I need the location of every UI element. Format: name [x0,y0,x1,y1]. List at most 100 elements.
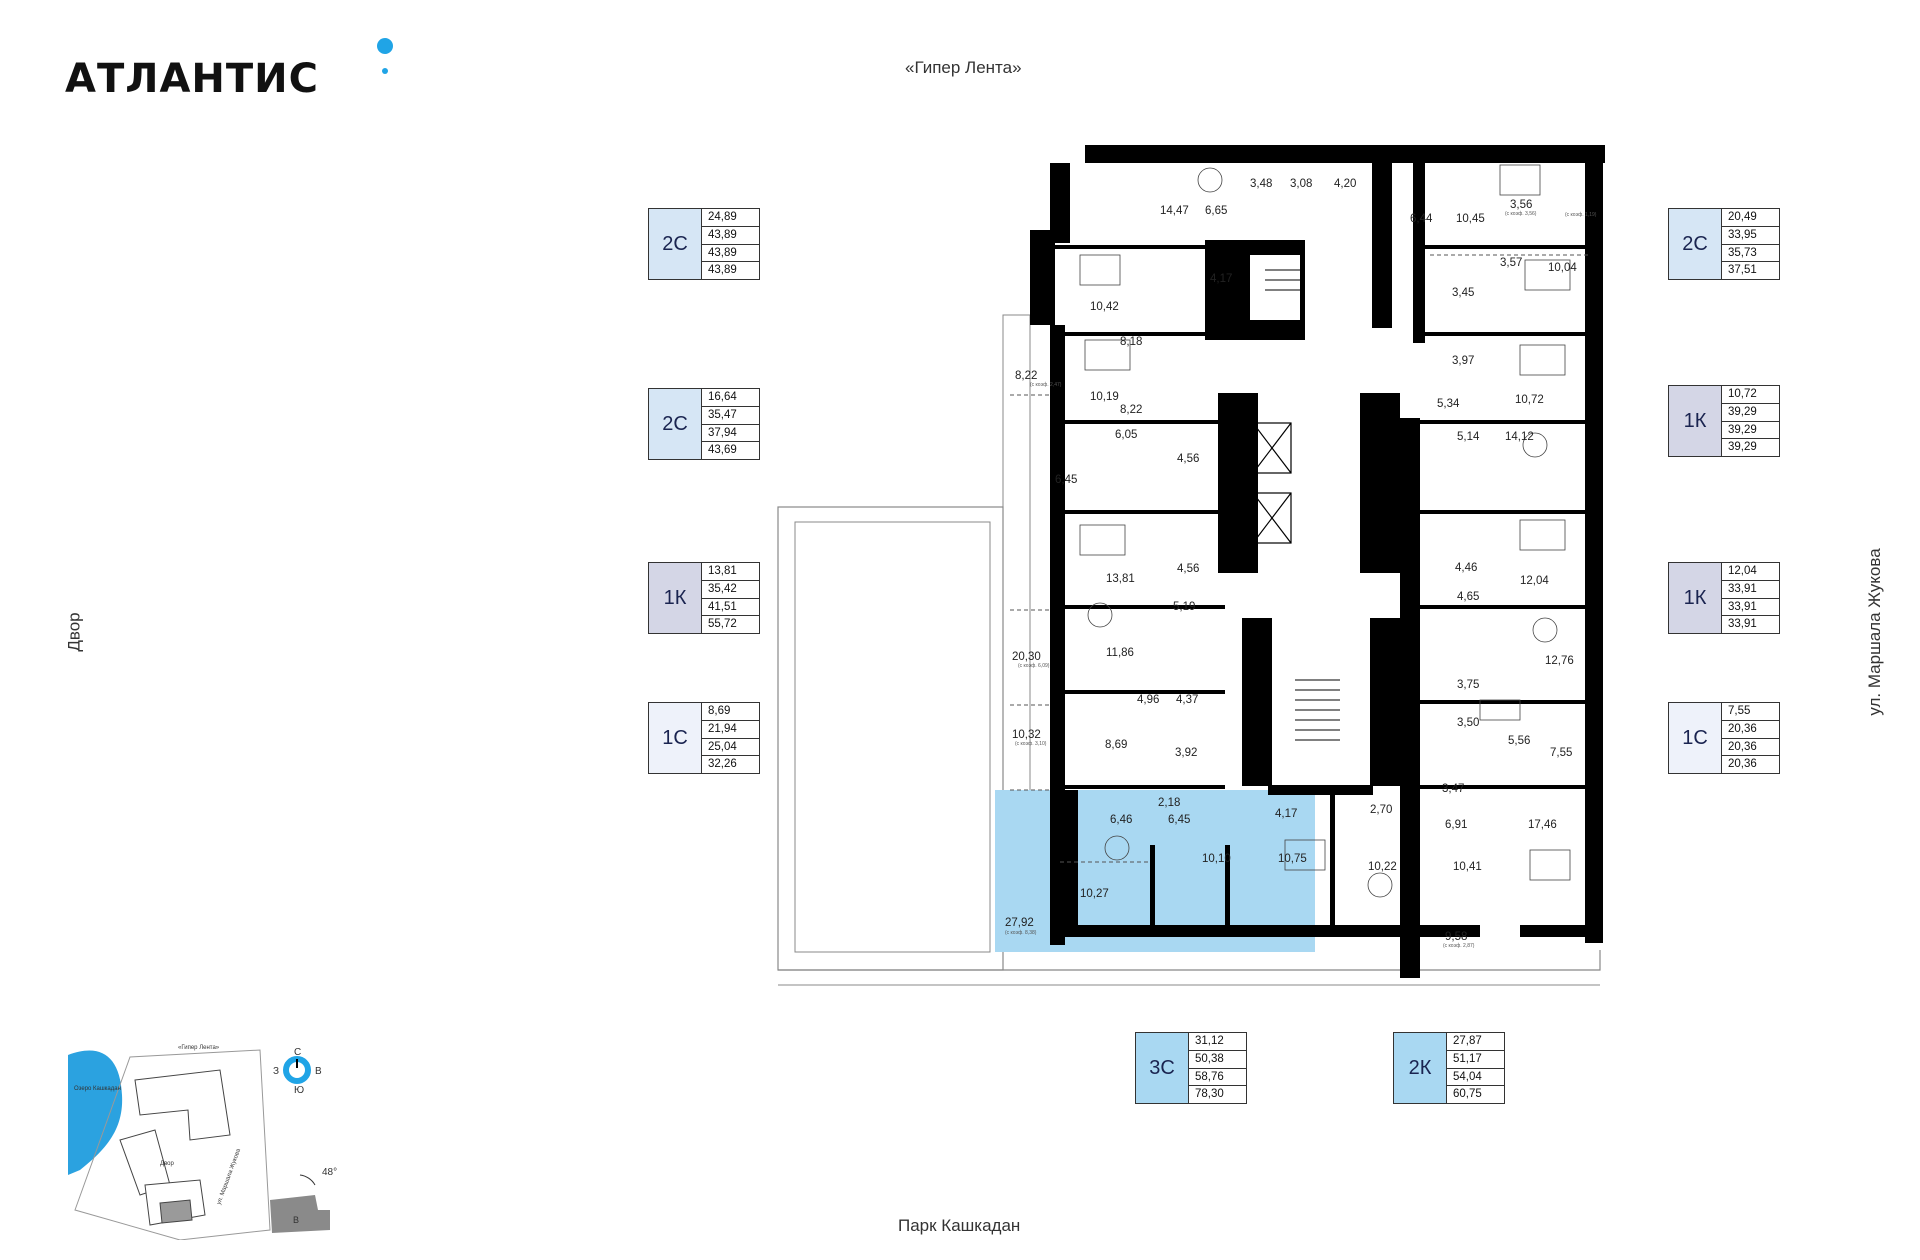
block-label: В [293,1215,299,1225]
apartment-area-value: 20,36 [1722,721,1779,739]
apartment-type-code: 1К [649,563,702,633]
apartment-area-value: 25,04 [702,739,759,757]
apartment-area-value: 31,12 [1189,1033,1246,1051]
apartment-area-value: 41,51 [702,599,759,617]
apartment-area-value: 33,91 [1722,581,1779,599]
apartment-type-code: 2К [1394,1033,1447,1103]
apartment-area-value: 20,36 [1728,758,1757,771]
logo-dot-icon [377,38,393,54]
apartment-area-value: 33,95 [1722,227,1779,245]
apartment-area-value: 10,72 [1722,386,1779,404]
apartment-area-value: 43,69 [708,444,737,457]
room-area-label: 12,04 [1520,575,1549,587]
room-area-label: 10,04 [1548,262,1577,274]
room-area-label: 5,56 [1508,735,1530,747]
room-area-label: 4,37 [1176,694,1198,706]
apartment-area-value: 7,55 [1722,703,1779,721]
room-area-label: 10,41 [1453,861,1482,873]
apartment-area-value: 43,89 [702,227,759,245]
terrace-inner [794,521,991,953]
room-area-label: 4,65 [1457,591,1479,603]
apartment-area-value: 43,89 [708,264,737,277]
room-area-label: 10,75 [1278,853,1307,865]
apartment-type-code: 2С [1669,209,1722,279]
terrace-coefficient-note: (с коэф. 2,47) [1030,382,1062,388]
room-area-label: 11,86 [1106,647,1134,659]
room-area-label: 4,17 [1275,808,1297,820]
room-area-label: 6,46 [1110,814,1132,826]
room-area-label: 10,19 [1090,391,1119,403]
room-area-label: 5,14 [1457,431,1480,443]
room-area-label: 4,46 [1455,562,1477,574]
apartment-area-value: 20,36 [1722,739,1779,757]
room-area-label: 9,58 [1445,931,1467,943]
apartment-type-code: 2С [649,389,702,459]
room-area-label: 6,45 [1055,474,1077,486]
lake-shape [68,1050,123,1175]
apartment-type-code: 1С [1669,703,1722,773]
room-area-label: 10,42 [1090,301,1119,313]
room-area-label: 8,22 [1015,370,1037,382]
room-area-label: 10,22 [1368,861,1397,873]
apartment-area-value: 39,29 [1728,441,1757,454]
room-area-label: 8,22 [1120,404,1142,416]
room-area-label: 12,76 [1545,655,1574,667]
room-area-label: 10,72 [1515,394,1544,406]
apartment-area-value: 50,38 [1189,1051,1246,1069]
apartment-area-value: 55,72 [708,618,737,631]
room-area-label: 7,55 [1550,747,1572,759]
apartment-area-value: 78,30 [1195,1088,1224,1101]
apartment-area-value: 16,64 [702,389,759,407]
room-area-label: 4,56 [1177,453,1199,465]
room-area-label: 6,44 [1410,213,1433,225]
terrace-coefficient-note: (с коэф. 1,19) [1565,212,1597,218]
room-area-label: 3,47 [1442,783,1464,795]
terrace-coefficient-note: (с коэф. 3,56) [1505,211,1537,217]
apartment-area-value: 27,87 [1447,1033,1504,1051]
room-area-label: 4,17 [1210,273,1232,285]
room-area-label: 3,48 [1250,178,1272,190]
street-south-label: Парк Кашкадан [898,1216,1021,1235]
room-area-label: 3,97 [1452,355,1474,367]
apartment-area-value: 12,04 [1722,563,1779,581]
room-area-label: 4,96 [1137,694,1159,706]
apartment-area-value: 33,91 [1728,618,1757,631]
apartment-area-value: 51,17 [1447,1051,1504,1069]
apartment-area-value: 43,89 [702,245,759,263]
apartment-area-value: 35,42 [702,581,759,599]
apartment-area-value: 8,69 [702,703,759,721]
minimap-yard: Двор [160,1161,175,1167]
apartment-area-value: 39,29 [1722,422,1779,440]
apartment-area-value: 37,51 [1728,264,1757,277]
terrace-coefficient-note: (с коэф. 2,87) [1443,943,1475,949]
apartment-type-code: 2С [649,209,702,279]
apartment-area-value: 24,89 [702,209,759,227]
apartment-area-value: 35,47 [702,407,759,425]
apartment-type-code: 1С [649,703,702,773]
room-area-label: 3,75 [1457,679,1479,691]
apartment-area-value: 32,26 [708,758,737,771]
apartment-area-value: 21,94 [702,721,759,739]
room-area-label: 6,65 [1205,205,1227,217]
room-area-label: 6,91 [1445,819,1467,831]
room-area-label: 8,18 [1120,336,1142,348]
minimap-road-east: ул. Маршала Жукова [216,1148,242,1206]
block-shape [270,1195,330,1233]
apartment-area-value: 20,49 [1722,209,1779,227]
minimap-lake-label: Озеро Кашкадан [74,1086,121,1092]
room-area-label: 4,20 [1334,178,1356,190]
room-area-label: 3,92 [1175,747,1197,759]
apartment-area-value: 35,73 [1722,245,1779,263]
rotation-angle: 48° [322,1167,337,1178]
